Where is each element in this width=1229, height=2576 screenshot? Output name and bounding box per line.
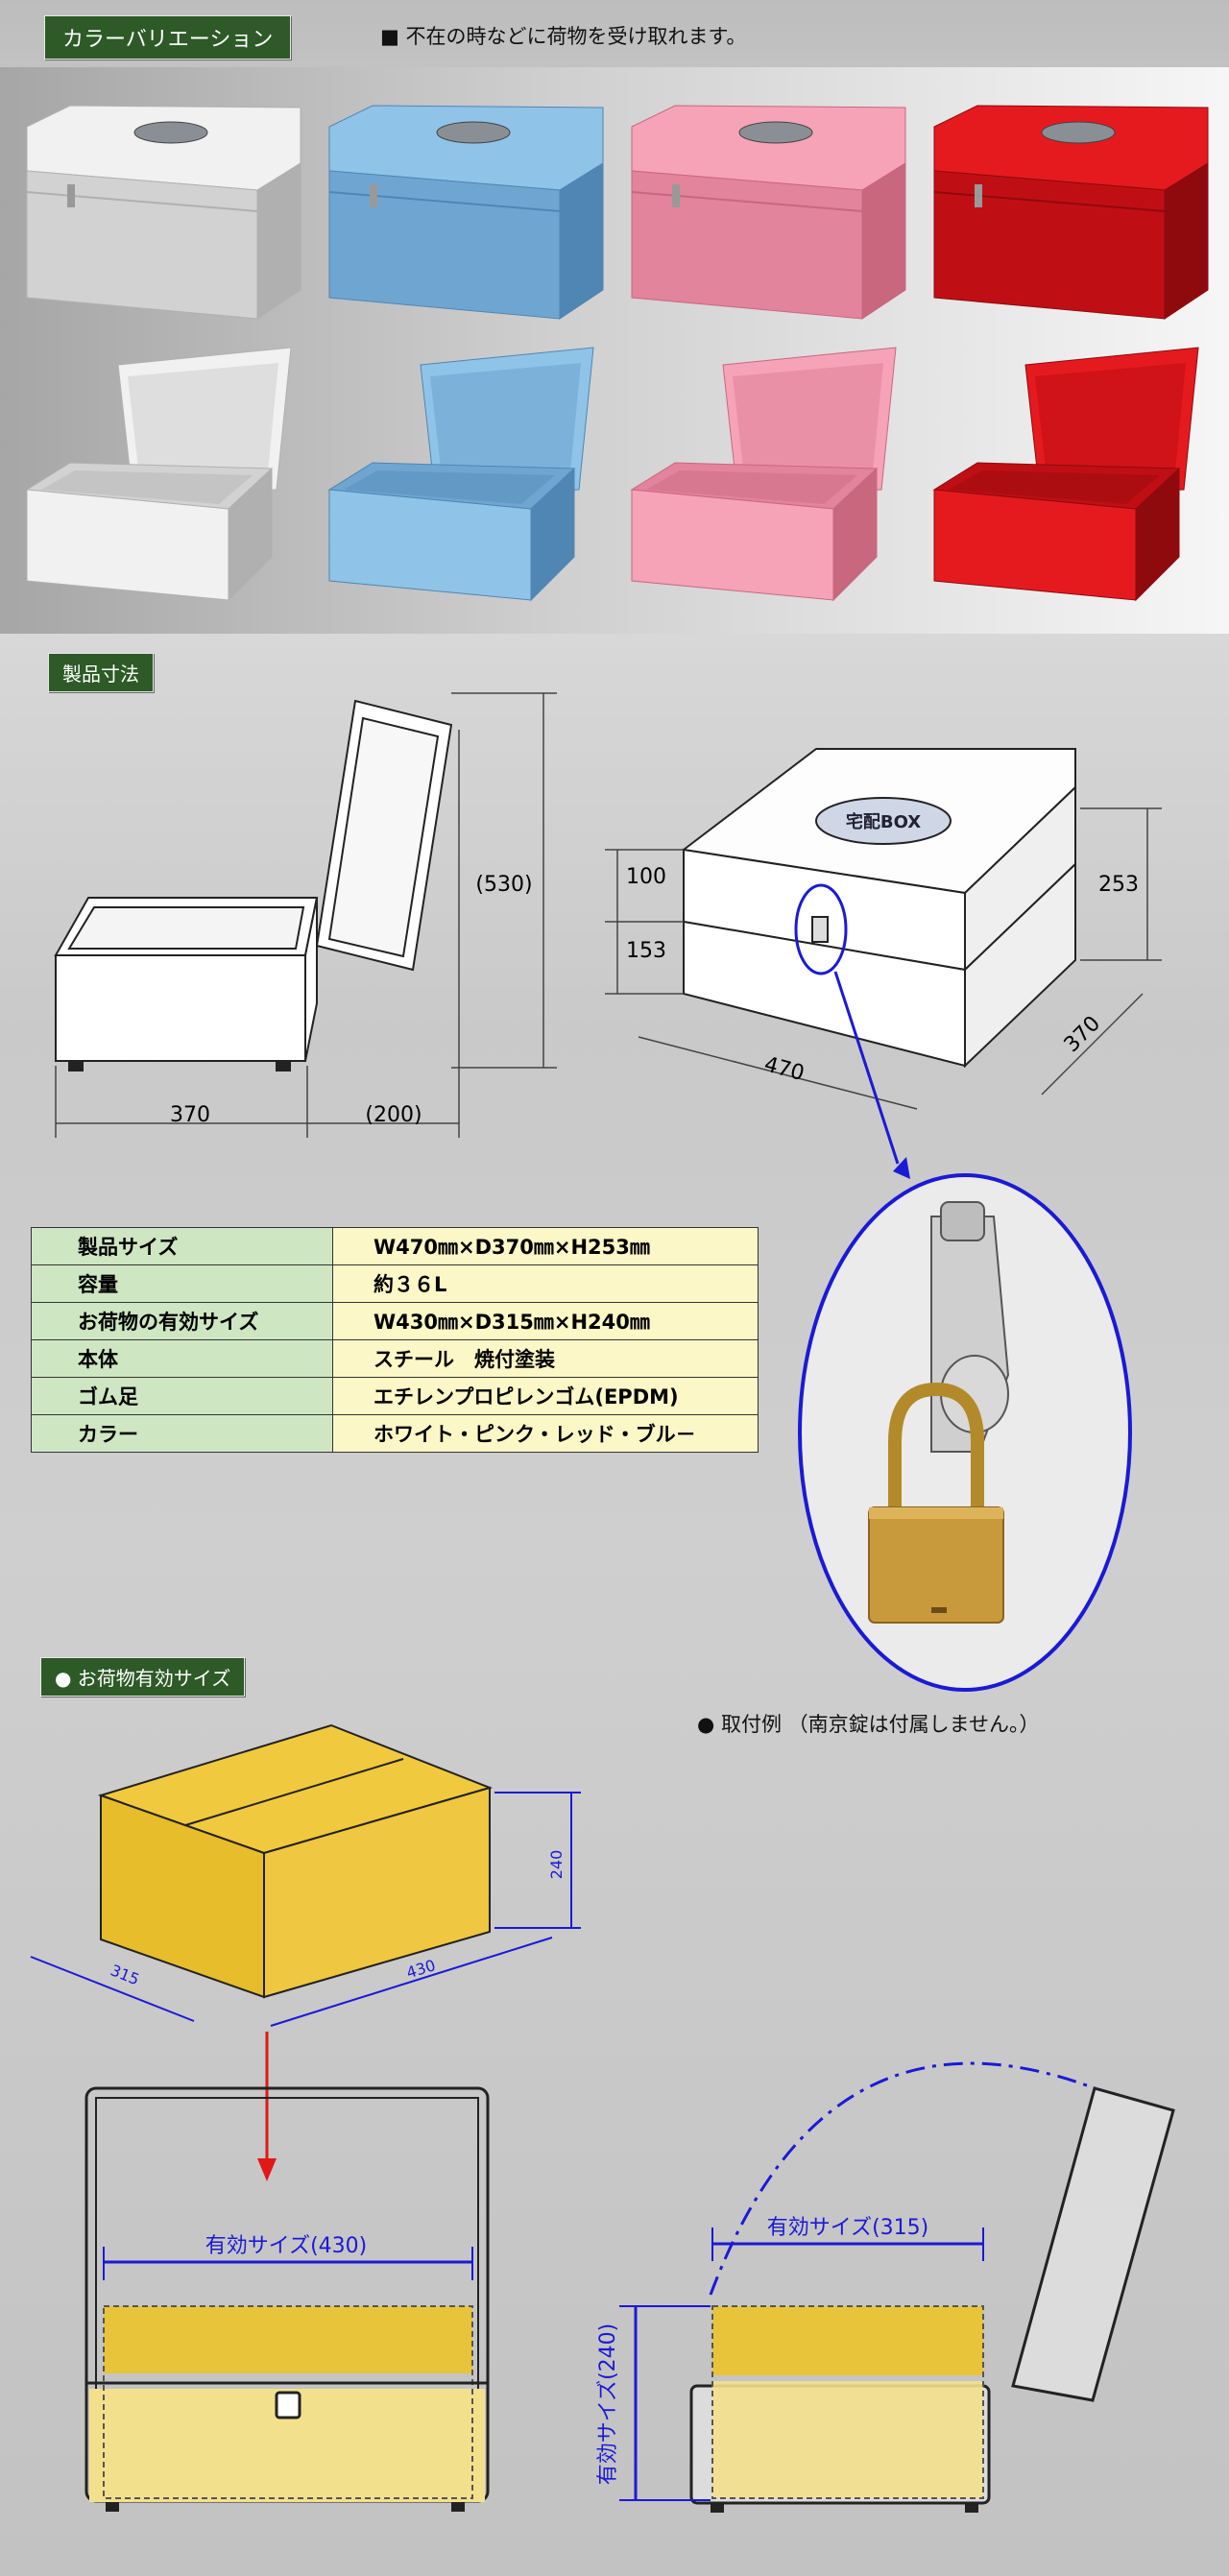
section-tag-colors: カラーバリエーション: [44, 15, 292, 60]
cargo-width: 430: [404, 1956, 438, 1982]
color-variation-boxes: [25, 105, 1209, 602]
dim-total-height: 253: [1098, 873, 1139, 897]
section-tag-dimensions: 製品寸法: [48, 653, 154, 692]
dim-body-height: 153: [626, 939, 666, 963]
dim-open-width: 370: [170, 1103, 210, 1127]
spec-key: カラー: [31, 1414, 333, 1453]
latch-highlight: [794, 883, 848, 975]
open-box-pink: [630, 347, 897, 602]
spec-row: 容量約３６L: [31, 1264, 759, 1303]
front-width-label: 有効サイズ(430): [205, 2234, 368, 2258]
side-depth-label: 有効サイズ(315): [767, 2216, 929, 2240]
emblem-label: 宅配BOX: [846, 811, 921, 832]
spec-row: ゴム足エチレンプロピレンゴム(EPDM): [31, 1377, 759, 1415]
cargo-depth: 315: [108, 1961, 141, 1988]
spec-key: 容量: [31, 1264, 333, 1303]
latch-pink: [672, 184, 680, 207]
closed-box-drawing: [681, 748, 1076, 1069]
closed-box-blue: [328, 105, 604, 320]
spec-key: 製品サイズ: [31, 1227, 333, 1265]
drop-arrow-head: [257, 2158, 277, 2181]
emblem-plate-red: [1041, 121, 1116, 144]
padlock-icon: [868, 1382, 1004, 1624]
emblem-plate-pink: [738, 121, 813, 144]
latch-blue: [370, 184, 377, 207]
open-box-red: [932, 347, 1199, 602]
dimension-drawings: 370 (200) (530) 宅配BOX 100 153 253: [54, 692, 1162, 1179]
spec-value: W470㎜×D370㎜×H253㎜: [332, 1227, 759, 1265]
closed-box-dim-lines: [605, 807, 1162, 1110]
dim-depth: 370: [1060, 1012, 1105, 1057]
closed-box-pink: [631, 105, 906, 320]
spec-row: カラーホワイト・ピンク・レッド・ブル－: [31, 1414, 759, 1453]
latch-red: [975, 184, 982, 207]
section-tag-effective: ● お荷物有効サイズ: [40, 1657, 246, 1697]
spec-value: エチレンプロピレンゴム(EPDM): [332, 1377, 759, 1415]
cargo-box: [97, 1723, 494, 1999]
spec-value: スチール 焼付塗装: [332, 1339, 759, 1378]
side-view: [689, 2061, 1175, 2513]
open-box-white: [25, 347, 292, 602]
open-box-dim-lines: [55, 692, 557, 1138]
color-photo-area: [0, 67, 1229, 634]
spec-key: ゴム足: [31, 1377, 333, 1415]
spec-value: W430㎜×D315㎜×H240㎜: [332, 1302, 759, 1340]
note-absent: ■ 不在の時などに荷物を受け取れます。: [380, 25, 747, 48]
effective-size-drawings: 240 315 430 有効サイズ(430): [30, 1723, 1175, 2513]
dim-width: 470: [761, 1052, 807, 1086]
dim-open-depth: (200): [365, 1103, 422, 1127]
spec-value: ホワイト・ピンク・レッド・ブル－: [332, 1414, 759, 1453]
cargo-dim-lines: [30, 1792, 581, 2027]
padlock-detail: [798, 1173, 1132, 1692]
latch-arrow-head: [893, 1157, 910, 1179]
closed-box-white: [26, 105, 301, 320]
spec-row: 本体スチール 焼付塗装: [31, 1339, 759, 1378]
front-view: [84, 2086, 490, 2512]
emblem-plate-blue: [436, 121, 511, 144]
emblem-plate-white: [133, 121, 208, 144]
spec-key: 本体: [31, 1339, 333, 1378]
dim-lid-height: 100: [626, 865, 666, 889]
note-attach: ● 取付例 （南京錠は付属しません。）: [697, 1713, 1040, 1736]
spec-key: お荷物の有効サイズ: [31, 1302, 333, 1340]
dim-open-height: (530): [475, 873, 532, 897]
latch-white: [67, 184, 75, 207]
cargo-height: 240: [547, 1850, 566, 1880]
latch-arrow: [833, 971, 900, 1165]
open-box-drawing: [54, 699, 453, 1071]
open-box-blue: [327, 347, 594, 602]
closed-box-red: [933, 105, 1209, 320]
side-height-label: 有効サイズ(240): [596, 2323, 620, 2486]
spec-value: 約３６L: [332, 1264, 759, 1303]
